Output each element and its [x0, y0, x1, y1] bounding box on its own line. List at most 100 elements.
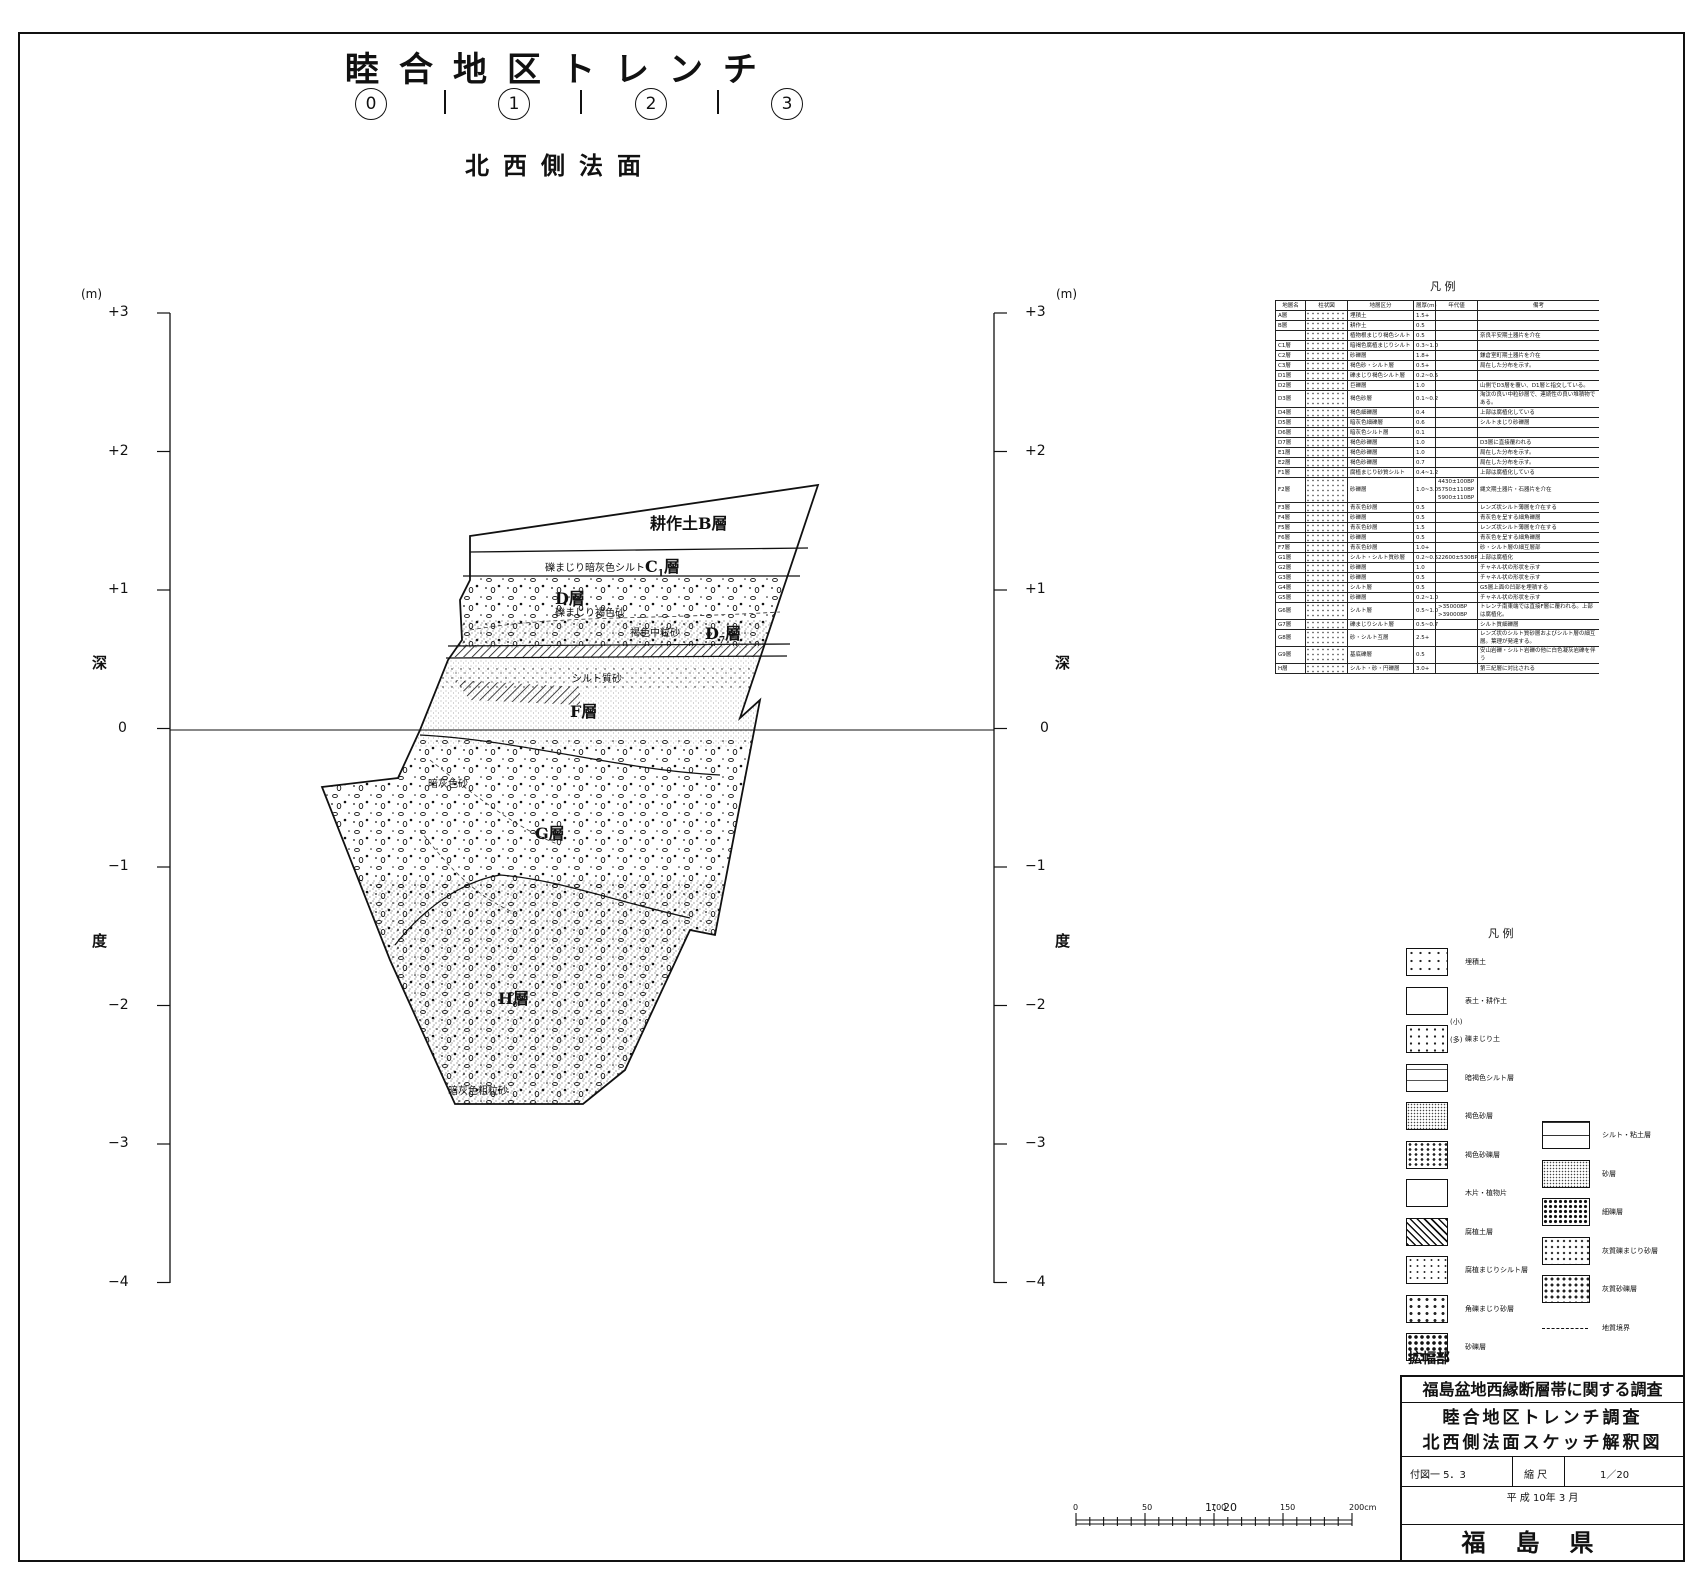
legend-cell: [1435, 467, 1478, 478]
legend-cell: [1477, 340, 1599, 351]
legend-cell: [1305, 646, 1348, 664]
legend-cell: [1305, 310, 1348, 321]
legend-cell: H層: [1275, 663, 1306, 674]
drawing-title: 睦合地区トレンチ: [345, 50, 777, 90]
legend-cell: 0.4: [1413, 407, 1436, 418]
legend-cell: [1305, 522, 1348, 533]
legend-cell: 0.7: [1413, 457, 1436, 468]
legend-cell: D3層: [1275, 390, 1306, 408]
legend-cell: [1305, 562, 1348, 573]
legend-cell: G1層: [1275, 552, 1306, 563]
legend-symbol-swatch: [1406, 1294, 1448, 1323]
section-divider: [580, 90, 582, 114]
legend-cell: 上部は腐植化: [1477, 552, 1599, 563]
legend-cell: [1435, 360, 1478, 371]
gravel-small-note: (小): [1450, 1018, 1463, 1026]
legend-cell: 褐色砂礫層: [1347, 437, 1414, 448]
left-axis-tick-label: −4: [108, 1273, 129, 1290]
title-block-scale-label: 縮 尺: [1524, 1470, 1548, 1481]
legend-symbol-swatch: [1406, 1025, 1448, 1053]
legend-cell: D3層に直接覆われる: [1477, 437, 1599, 448]
legend-cell: [1435, 340, 1478, 351]
left-axis-tick-label: −3: [108, 1135, 129, 1151]
layer-label-d: D層: [555, 589, 585, 608]
legend-cell: レンズ状シルト薄層を介在する: [1477, 522, 1599, 533]
legend-cell: 砂礫層: [1347, 592, 1414, 603]
legend-symbol-label: 細礫層: [1602, 1208, 1623, 1216]
legend-cell: [1435, 427, 1478, 438]
legend-symbol-label: 木片・植物片: [1465, 1189, 1507, 1197]
expansion-label: 拡幅部: [1408, 1351, 1450, 1367]
legend-cell: D1層: [1275, 370, 1306, 381]
right-axis-tick-label: −2: [1025, 996, 1046, 1013]
title-block-survey: 睦合地区トレンチ調査: [1442, 1408, 1643, 1428]
legend-cell: E2層: [1275, 457, 1306, 468]
legend-symbol-label: シルト・粘土層: [1602, 1131, 1651, 1139]
legend-symbol-swatch: [1542, 1121, 1590, 1149]
legend-cell: G2層: [1275, 562, 1306, 573]
legend-cell: [1275, 330, 1306, 341]
layer-label-b: 耕作土B層: [650, 514, 728, 533]
legend-symbol-label: 表土・耕作土: [1465, 996, 1507, 1005]
legend-cell: 上部は腐植化している: [1477, 407, 1599, 418]
legend-cell: 青灰色砂層: [1347, 502, 1414, 513]
legend-cell: 局在した分布を示す。: [1477, 457, 1599, 468]
legend-cell: [1305, 390, 1348, 408]
legend-cell: G6層: [1275, 602, 1306, 620]
legend-cell: 暗灰色シルト層: [1347, 427, 1414, 438]
legend-cell: [1435, 646, 1478, 664]
legend-header-cell: 柱状図: [1305, 300, 1348, 311]
legend-cell: [1435, 592, 1478, 603]
legend-cell: [1435, 417, 1478, 428]
legend-cell: [1435, 330, 1478, 341]
legend-cell: [1435, 437, 1478, 448]
legend-cell: シルト・砂・円礫層: [1347, 663, 1414, 674]
legend-cell: 暗灰色細礫層: [1347, 417, 1414, 428]
legend-cell: 0.5: [1413, 532, 1436, 543]
legend-symbol-label: 灰質礫まじり砂層: [1602, 1246, 1658, 1255]
legend-symbol-label: 砂礫層: [1465, 1343, 1486, 1351]
legend-cell: 0.2~0.5: [1413, 370, 1438, 381]
legend-cell: 0.5: [1413, 502, 1436, 513]
legend-cell: 褐色砂・シルト層: [1347, 360, 1414, 371]
legend-cell: 局在した分布を示す。: [1477, 360, 1599, 371]
legend-cell: D4層: [1275, 407, 1306, 418]
legend-cell: 褐色砂礫層: [1347, 447, 1414, 458]
legend-symbol-label: 角礫まじり砂層: [1465, 1304, 1514, 1313]
legend-cell: [1305, 552, 1348, 563]
right-axis-label-depth-top: 深: [1055, 654, 1071, 672]
legend-cell: 1.5+: [1413, 310, 1436, 321]
legend-symbol-swatch: [1406, 986, 1448, 1015]
legend-cell: [1305, 532, 1348, 543]
legend-symbol-swatch: [1542, 1159, 1590, 1188]
legend-cell: 腐植まじり砂質シルト: [1347, 467, 1414, 478]
legend-cell: C1層: [1275, 340, 1306, 351]
legend-cell: 砂礫層: [1347, 562, 1414, 573]
layer-label-f: F層: [570, 702, 598, 721]
layer-desc-h: 暗灰色粗粒砂: [448, 1086, 508, 1097]
legend-cell: [1477, 310, 1599, 321]
scale-bar-label: 100: [1211, 1503, 1227, 1512]
legend-2-title: 凡 例: [1488, 927, 1514, 940]
legend-cell: 青灰色を呈する細角礫層: [1477, 512, 1599, 523]
legend-cell: [1305, 417, 1348, 428]
legend-cell: [1305, 572, 1348, 583]
legend-cell: G5層: [1275, 592, 1306, 603]
legend-cell: [1305, 512, 1348, 523]
legend-header-cell: 地層区分: [1347, 300, 1414, 311]
legend-cell: シルト層: [1347, 602, 1414, 620]
drawing-subtitle: 北西側法面: [465, 152, 655, 180]
